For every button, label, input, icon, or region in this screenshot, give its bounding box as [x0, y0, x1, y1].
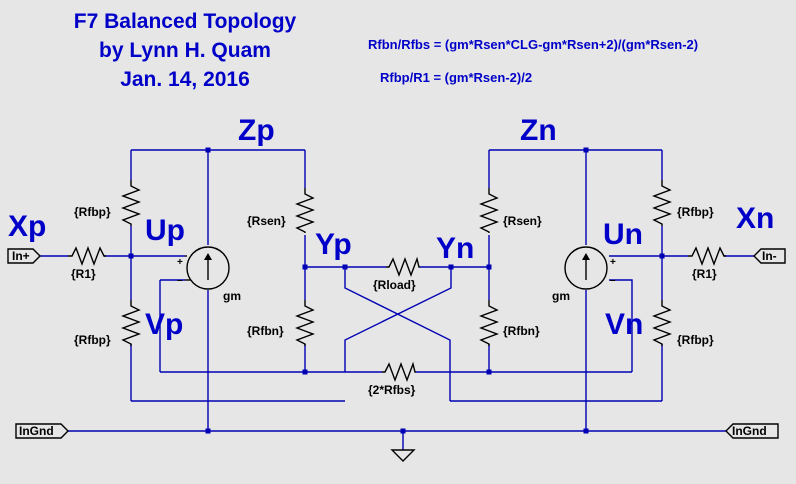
ground-icon [390, 449, 416, 462]
resistor-rfbp-bottom-left [121, 300, 141, 346]
resistor-rfbp-top-left [121, 180, 141, 226]
port-in-minus-label: In- [762, 249, 777, 263]
gm-source-left [185, 246, 230, 290]
label-r1-right: {R1} [692, 267, 717, 281]
port-ingnd-left[interactable]: InGnd [15, 423, 69, 439]
current-source-icon [582, 253, 590, 260]
net-label-un: Un [603, 218, 643, 251]
junctions [128, 147, 665, 434]
net-label-xn: Xn [736, 202, 774, 235]
label-gm-right: gm [552, 289, 570, 303]
port-ingnd-right-label: InGnd [732, 424, 767, 438]
label-rfbp-top-right: {Rfbp} [677, 205, 714, 219]
label-gm-left: gm [223, 289, 241, 303]
resistor-rfbn-left [295, 300, 315, 346]
gm-source-right [564, 246, 608, 290]
resistor-rfbp-top-right [652, 180, 672, 226]
resistor-rsen-right [479, 188, 499, 233]
net-label-up: Up [145, 214, 185, 247]
gm-right-plus: + [610, 257, 616, 268]
net-label-xp: Xp [8, 210, 46, 243]
resistor-rload [386, 256, 420, 277]
gm-left-minus: – [177, 275, 183, 286]
port-ingnd-right[interactable]: InGnd [725, 423, 779, 439]
gm-right-minus: – [610, 275, 616, 286]
label-rfbp-bottom-left: {Rfbp} [74, 333, 111, 347]
equation-rfbp-r1: Rfbp/R1 = (gm*Rsen-2)/2 [380, 70, 532, 85]
title-line-1: F7 Balanced Topology [74, 10, 297, 33]
title-line-3: Jan. 14, 2016 [120, 68, 250, 91]
label-rfbp-bottom-right: {Rfbp} [677, 333, 714, 347]
equation-rfbn-rfbs: Rfbn/Rfbs = (gm*Rsen*CLG-gm*Rsen+2)/(gm*… [368, 37, 698, 52]
net-label-yp: Yp [315, 228, 352, 261]
label-rload: {Rload} [373, 278, 416, 292]
resistor-r1-right [688, 246, 726, 266]
label-rsen-left: {Rsen} [247, 214, 286, 228]
label-2rfbs: {2*Rfbs} [368, 383, 416, 397]
port-in-plus[interactable]: In+ [7, 248, 41, 264]
label-rsen-right: {Rsen} [503, 214, 542, 228]
label-rfbn-right: {Rfbn} [503, 324, 540, 338]
label-rfbn-left: {Rfbn} [247, 324, 284, 338]
resistor-rfbp-bottom-right [652, 300, 672, 346]
port-in-plus-label: In+ [12, 249, 30, 263]
port-in-minus[interactable]: In- [753, 248, 786, 264]
wires [40, 149, 754, 450]
net-label-zn: Zn [520, 114, 557, 147]
label-rfbp-top-left: {Rfbp} [74, 205, 111, 219]
label-r1-left: {R1} [71, 267, 96, 281]
title-line-2: by Lynn H. Quam [99, 39, 271, 62]
net-label-zp: Zp [238, 114, 275, 147]
resistor-r1-left [68, 246, 106, 266]
net-label-vn: Vn [605, 308, 643, 341]
resistor-rsen-left [295, 188, 315, 233]
net-label-vp: Vp [145, 308, 183, 341]
current-source-icon [204, 253, 212, 260]
resistor-2rfbs [382, 361, 416, 382]
resistor-rfbn-right [479, 300, 499, 346]
port-ingnd-left-label: InGnd [19, 424, 54, 438]
gm-left-plus: + [177, 257, 183, 268]
net-label-yn: Yn [436, 232, 474, 265]
